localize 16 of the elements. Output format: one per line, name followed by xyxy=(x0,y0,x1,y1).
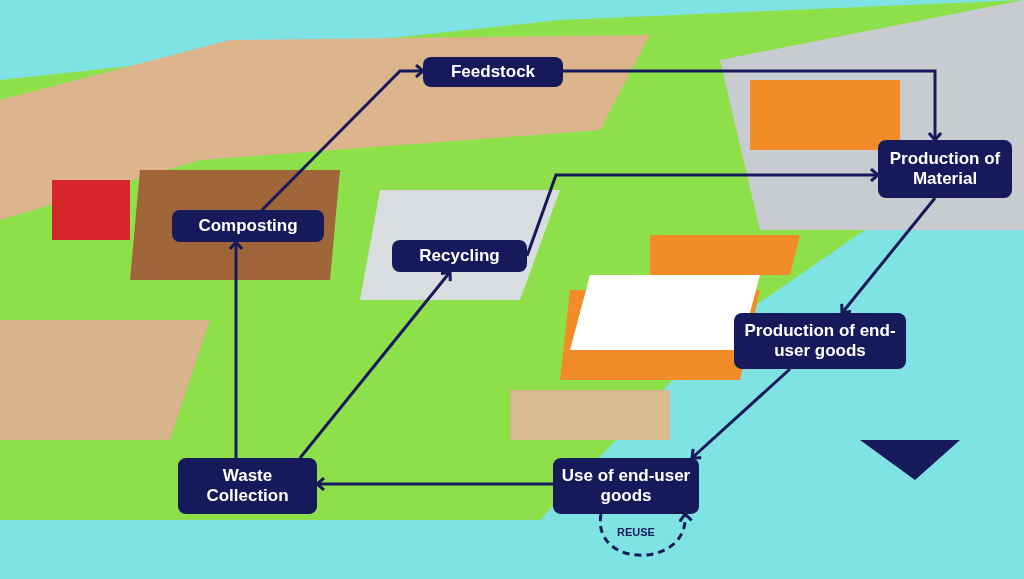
arrow xyxy=(260,63,425,212)
arrow xyxy=(525,167,880,257)
arrow xyxy=(315,476,553,492)
step-label-box: Production of end-user goods xyxy=(734,313,906,369)
arrow xyxy=(690,367,791,460)
step-label-box: Feedstock xyxy=(423,57,563,87)
arrow xyxy=(563,69,943,142)
arrow xyxy=(840,197,937,315)
step-label-box: Waste Collection xyxy=(178,458,317,514)
arrow xyxy=(298,270,452,459)
step-label-box: Production of Material xyxy=(878,140,1012,198)
arrow xyxy=(599,512,693,557)
step-label-box: Composting xyxy=(172,210,324,242)
step-label-box: Use of end-user goods xyxy=(553,458,699,514)
step-label-box: Recycling xyxy=(392,240,527,272)
arrow xyxy=(228,240,244,458)
